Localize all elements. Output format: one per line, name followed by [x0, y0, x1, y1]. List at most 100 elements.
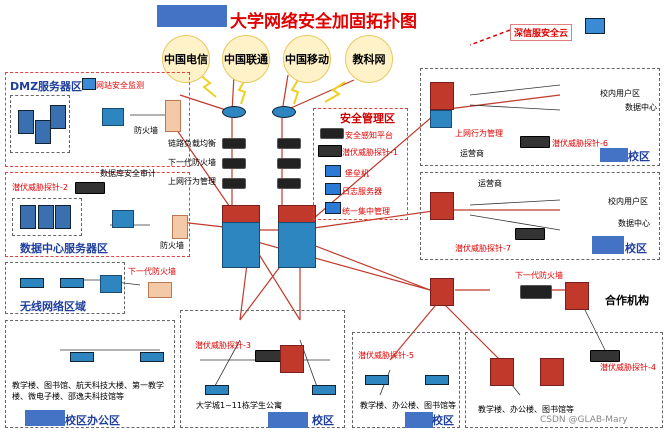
behavior-device-1 — [222, 178, 246, 189]
web-monitor-label: 网站安全监测 — [96, 81, 144, 90]
campus-bottom3-box — [465, 332, 663, 428]
campus-right1-label: 校区 — [628, 150, 650, 163]
wireless-switch — [100, 275, 122, 293]
b2-ap-1 — [365, 375, 389, 385]
office-ap-1 — [70, 352, 94, 362]
campus-users-label: 校内用户区 — [600, 89, 640, 98]
router-left — [222, 106, 246, 118]
dmz-zone-box — [5, 72, 190, 167]
central-mgmt-label: 统一集中管理 — [342, 207, 390, 216]
probe1-device — [318, 145, 342, 157]
campus1-sw — [430, 110, 452, 128]
right-behavior-label: 上网行为管理 — [455, 129, 503, 138]
partner-ngfw — [520, 285, 552, 299]
campus2-core — [430, 192, 454, 220]
mid-ap-1 — [205, 385, 229, 395]
isp-cernet: 教科网 — [345, 35, 393, 83]
probe6-label: 潜伏威胁探针-6 — [552, 139, 608, 148]
cloud-service-icon — [585, 18, 605, 34]
probe2-device — [75, 182, 105, 194]
watermark: CSDN @GLAB-Mary — [540, 415, 628, 425]
mid-core — [280, 345, 304, 373]
campus-mid-box — [180, 310, 345, 428]
partner-label: 合作机构 — [605, 294, 649, 307]
dmz-firewall-label: 防火墙 — [134, 126, 158, 135]
wireless-ngfw — [148, 282, 172, 298]
ngfw-device-1 — [222, 158, 246, 169]
campus-office-box — [5, 320, 175, 428]
router-right — [272, 106, 296, 118]
redacted-office — [25, 410, 65, 426]
log-server-device — [325, 183, 341, 195]
ops2-label: 运营商 — [478, 179, 502, 188]
wireless-ap-2 — [60, 278, 84, 288]
core-switch-left-blue — [222, 222, 260, 268]
campus-office-label: 校区办公区 — [65, 414, 120, 427]
dc-server-1 — [20, 205, 36, 229]
datacenter-zone-label: 数据中心服务器区 — [20, 242, 108, 255]
redacted-b2 — [405, 412, 433, 428]
dc-firewall-label: 防火墙 — [160, 241, 184, 250]
dmz-server-box — [10, 95, 70, 153]
wireless-ap-1 — [20, 278, 44, 288]
bottom-right-desc: 教学楼、办公楼、图书馆等 — [478, 405, 574, 414]
dc-server-2 — [38, 205, 54, 229]
wireless-zone-label: 无线网络区域 — [20, 300, 86, 313]
redacted-campus1 — [600, 148, 628, 162]
data-center-label: 数据中心 — [625, 103, 657, 112]
campus-right2-box — [420, 172, 660, 260]
partner-switch — [565, 282, 589, 310]
probe2-label: 潜伏威胁探针-2 — [12, 183, 68, 192]
redacted-campus2 — [592, 236, 624, 254]
wireless-ngfw-label: 下一代防火墙 — [128, 267, 176, 276]
probe4-device — [590, 350, 620, 362]
core-switch-right-blue — [278, 222, 316, 268]
probe1-label: 潜伏威胁探针-1 — [342, 148, 398, 157]
redacted-block — [157, 5, 227, 27]
probe6-device — [520, 136, 550, 148]
ngfw-label: 下一代防火墙 — [168, 158, 216, 167]
dorm-label: 大学城1~11栋学生公寓 — [196, 401, 282, 410]
probe4-label: 潜伏威胁探针-4 — [600, 363, 656, 372]
isp-telecom: 中国电信 — [162, 35, 210, 83]
mid-ap-2 — [312, 385, 336, 395]
db-audit-label: 数据库安全审计 — [100, 169, 156, 178]
log-server-label: 日志服务器 — [342, 187, 382, 196]
isp-mobile: 中国移动 — [283, 35, 331, 83]
campus-right1-box — [420, 68, 660, 166]
redacted-mid — [268, 412, 308, 428]
probe7-label: 潜伏威胁探针-7 — [455, 244, 511, 253]
bottom-mid-desc: 教学楼、办公楼、图书馆等 — [360, 401, 456, 410]
dmz-server-2 — [35, 120, 51, 144]
probe5-label: 潜伏威胁探针-5 — [358, 351, 414, 360]
probe7-device — [515, 228, 545, 240]
dc-server-3 — [55, 205, 71, 229]
sec-platform-device — [320, 128, 344, 139]
campus-bottom2-label: 校区 — [432, 414, 454, 427]
campus-users2-label: 校内用户区 — [608, 197, 648, 206]
dmz-switch — [102, 108, 124, 126]
sec-platform-label: 安全感知平台 — [345, 131, 393, 140]
probe3-label: 潜伏威胁探针-3 — [195, 341, 251, 350]
campus1-core — [430, 82, 454, 110]
bastion-label: 堡垒机 — [345, 169, 369, 178]
office-desc: 教学楼、图书馆、航天科技大楼、第一教学楼、微电子楼、邵逸夫科技馆等 — [12, 381, 164, 401]
cloud-service-label: 深信服安全云 — [510, 24, 573, 41]
web-monitor-icon — [82, 78, 96, 90]
bastion-device — [325, 165, 341, 177]
behavior-label: 上网行为管理 — [168, 177, 216, 186]
distribution-switch — [430, 278, 454, 306]
dmz-server-3 — [50, 105, 66, 129]
datacenter-server-box — [12, 198, 82, 236]
b2-ap-2 — [425, 375, 449, 385]
diagram-title: 大学网络安全加固拓扑图 — [230, 12, 417, 32]
ops1-label: 运营商 — [460, 149, 484, 158]
data-center2-label: 数据中心 — [618, 219, 650, 228]
dmz-server-1 — [18, 110, 34, 134]
office-ap-2 — [140, 352, 164, 362]
mgmt-zone-label: 安全管理区 — [340, 112, 395, 125]
partner-ngfw-label: 下一代防火墙 — [515, 271, 563, 280]
wireless-zone-box — [5, 262, 125, 314]
behavior-device-2 — [277, 178, 301, 189]
central-mgmt-device — [325, 202, 341, 214]
